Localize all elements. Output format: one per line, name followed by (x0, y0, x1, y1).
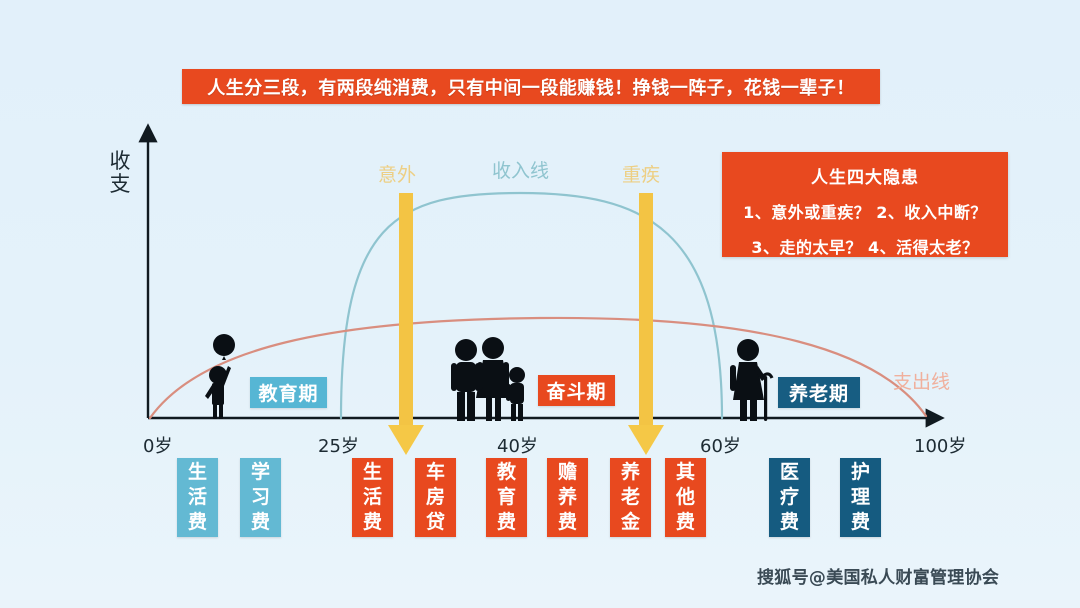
cost-box-living-expense-adult: 生 活 费 (352, 458, 393, 537)
x-tick-40: 40岁 (497, 436, 538, 457)
period-tag-education: 教育期 (250, 377, 327, 408)
expense-line-label: 支出线 (893, 371, 951, 393)
watermark: 搜狐号@美国私人财富管理协会 (757, 568, 1000, 588)
cost-char: 疗 (779, 486, 799, 509)
cost-char: 护 (850, 461, 870, 484)
info-box-line-1: 1、意外或重疾？ 2、收入中断？ (743, 203, 987, 222)
cost-char: 费 (187, 510, 207, 533)
cost-char: 费 (557, 510, 577, 533)
x-tick-0: 0岁 (143, 436, 173, 457)
income-curve (339, 191, 724, 420)
period-tag-education-text: 教育期 (258, 383, 319, 405)
cost-char: 车 (425, 461, 445, 484)
cost-char: 费 (675, 510, 695, 533)
period-tag-retirement-text: 养老期 (788, 383, 849, 405)
cost-box-study-fee: 学 习 费 (240, 458, 281, 537)
cost-char: 费 (362, 510, 382, 533)
cost-char: 育 (496, 486, 516, 509)
cost-box-support-fee: 赡 养 费 (547, 458, 588, 537)
cost-char: 活 (362, 486, 382, 509)
cost-box-living-expense-child: 生 活 费 (177, 458, 218, 537)
cost-char: 他 (675, 486, 695, 509)
cost-box-other-fee: 其 他 费 (665, 458, 706, 537)
income-line-label: 收入线 (492, 160, 550, 182)
four-risks-info-box: 人生四大隐患 1、意外或重疾？ 2、收入中断？ 3、走的太早？ 4、活得太老？ (722, 152, 1008, 257)
cost-box-education-fee: 教 育 费 (486, 458, 527, 537)
cost-char: 养 (557, 486, 577, 509)
accident-arrow (388, 193, 424, 455)
cost-char: 老 (620, 486, 640, 509)
cost-box-pension: 养 老 金 (610, 458, 651, 537)
elderly-pictogram (730, 339, 774, 421)
cost-char: 其 (675, 461, 695, 484)
critical-illness-arrow (628, 193, 664, 455)
x-tick-25: 25岁 (318, 436, 359, 457)
info-box-title: 人生四大隐患 (811, 168, 919, 188)
cost-box-nursing-fee: 护 理 费 (840, 458, 881, 537)
cost-char: 养 (620, 461, 640, 484)
info-box-line-2: 3、走的太早？ 4、活得太老？ (751, 238, 979, 257)
family-pictogram (451, 337, 525, 421)
cost-char: 赡 (557, 461, 577, 484)
cost-char: 房 (425, 486, 445, 509)
period-tag-struggle-text: 奋斗期 (546, 381, 607, 403)
cost-char: 金 (620, 510, 640, 533)
cost-char: 教 (496, 461, 516, 484)
cost-box-car-house-loan: 车 房 贷 (415, 458, 456, 537)
cost-char: 贷 (425, 510, 445, 533)
title-banner-text: 人生分三段，有两段纯消费，只有中间一段能赚钱！挣钱一阵子，花钱一辈子！ (207, 77, 855, 99)
cost-box-medical-fee: 医 疗 费 (769, 458, 810, 537)
accident-label: 意外 (378, 164, 417, 186)
cost-char: 费 (496, 510, 516, 533)
period-tag-retirement: 养老期 (778, 377, 860, 408)
cost-char: 生 (187, 461, 207, 484)
x-tick-100: 100岁 (914, 436, 967, 457)
cost-char: 费 (250, 510, 270, 533)
cost-char: 费 (779, 510, 799, 533)
x-tick-60: 60岁 (700, 436, 741, 457)
cost-char: 学 (250, 461, 270, 484)
expense-curve (148, 316, 928, 420)
child-pictogram (205, 334, 235, 419)
cost-char: 活 (187, 486, 207, 509)
critical-illness-label: 重疾 (622, 164, 661, 186)
cost-char: 医 (779, 461, 799, 484)
cost-char: 费 (850, 510, 870, 533)
cost-char: 生 (362, 461, 382, 484)
cost-char: 习 (250, 486, 270, 509)
title-banner: 人生分三段，有两段纯消费，只有中间一段能赚钱！挣钱一阵子，花钱一辈子！ (182, 69, 880, 104)
period-tag-struggle: 奋斗期 (538, 375, 615, 406)
y-axis-label: 收支 (109, 150, 131, 195)
cost-char: 理 (850, 486, 870, 509)
y-axis-label-text: 收支 (109, 149, 131, 196)
